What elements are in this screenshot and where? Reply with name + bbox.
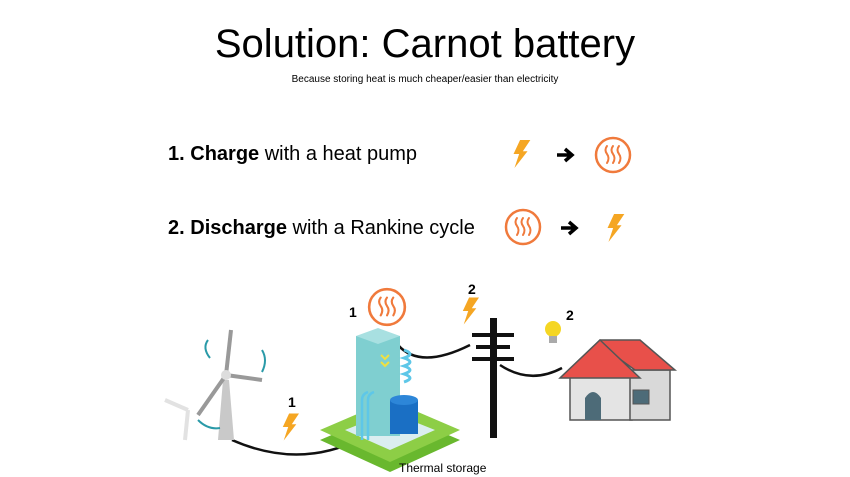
step-text: with a heat pump xyxy=(264,143,418,165)
step-keyword: Charge xyxy=(190,143,260,165)
step-keyword: Discharge xyxy=(190,217,287,239)
thermal-storage-icon xyxy=(320,328,460,472)
thermal-storage-caption: Thermal storage xyxy=(399,461,487,475)
power-pole-icon xyxy=(472,318,514,438)
house-icon xyxy=(558,338,678,421)
slide-title: Solution: Carnot battery xyxy=(214,22,636,66)
step-number: 2. xyxy=(168,217,185,239)
step-number: 1. xyxy=(168,143,185,165)
heat-icon xyxy=(367,287,407,327)
lightning-icon xyxy=(462,297,479,325)
lightning-icon xyxy=(282,413,299,441)
grid-bolt-label: 2 xyxy=(468,281,476,297)
step-text: with a Rankine cycle xyxy=(292,217,475,239)
wind-bolt-label: 1 xyxy=(288,394,296,410)
step-discharge: 2. Discharge with a Rankine cycle xyxy=(168,217,475,240)
bulb-label: 2 xyxy=(566,307,574,323)
heat-label: 1 xyxy=(349,304,357,320)
step-charge: 1. Charge with a heat pump xyxy=(168,143,417,166)
lightbulb-icon xyxy=(545,321,561,343)
slide-subtitle: Because storing heat is much cheaper/eas… xyxy=(291,74,559,85)
wind-turbine-icon xyxy=(164,329,266,441)
